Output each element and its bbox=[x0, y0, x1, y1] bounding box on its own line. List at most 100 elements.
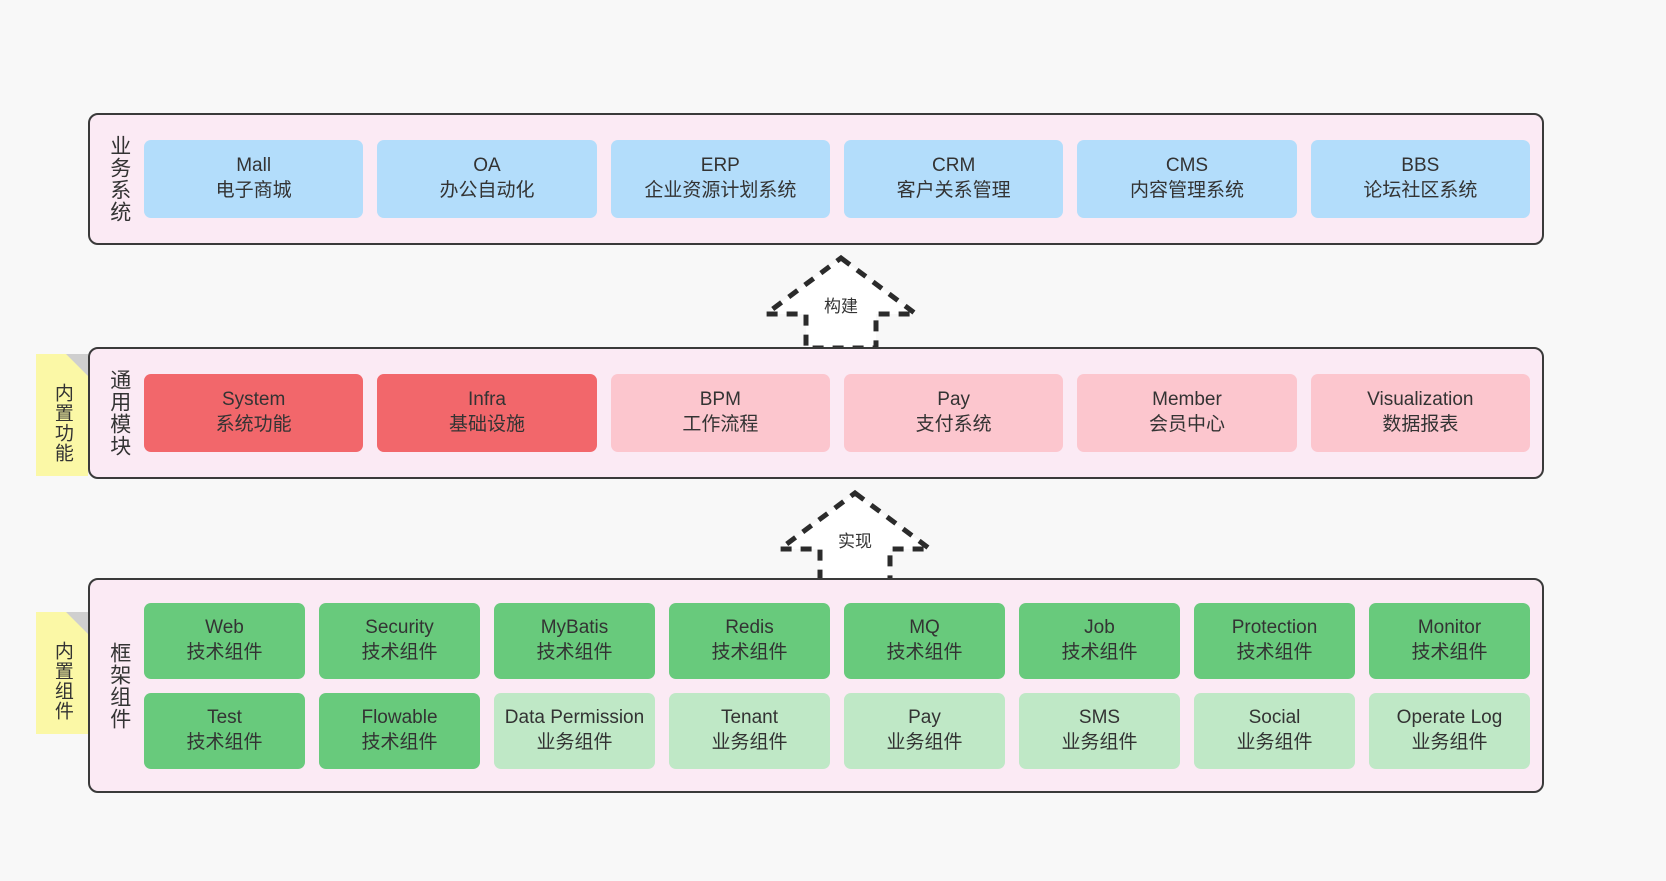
component-card[interactable]: Flowable 技术组件 bbox=[319, 692, 480, 769]
sticky-note-builtin-components-text: 内置组件 bbox=[51, 641, 73, 721]
card-subtitle: 技术组件 bbox=[1061, 641, 1138, 663]
component-card[interactable]: CRM 客户关系管理 bbox=[843, 140, 1064, 218]
component-card[interactable]: Data Permission 业务组件 bbox=[494, 692, 655, 769]
card-title: Test bbox=[207, 706, 242, 728]
layer-caption-framework: 框架组件 bbox=[107, 641, 131, 730]
card-subtitle: 业务组件 bbox=[1411, 731, 1488, 753]
card-subtitle: 技术组件 bbox=[361, 641, 438, 663]
card-title: SMS bbox=[1078, 706, 1121, 728]
card-subtitle: 内容管理系统 bbox=[1129, 180, 1244, 201]
component-card[interactable]: MQ 技术组件 bbox=[844, 602, 1005, 679]
note-fold-corner-icon bbox=[66, 354, 88, 376]
component-card[interactable]: Tenant 业务组件 bbox=[669, 692, 830, 769]
card-title: Data Permission bbox=[504, 706, 645, 728]
card-subtitle: 技术组件 bbox=[711, 641, 788, 663]
arrow-build: 构建 bbox=[756, 252, 926, 352]
card-subtitle: 技术组件 bbox=[361, 731, 438, 753]
card-title: Mall bbox=[236, 155, 272, 177]
component-card[interactable]: Job 技术组件 bbox=[1019, 602, 1180, 679]
card-subtitle: 业务组件 bbox=[886, 731, 963, 753]
component-card[interactable]: MyBatis 技术组件 bbox=[494, 602, 655, 679]
component-card[interactable]: Visualization 数据报表 bbox=[1310, 374, 1530, 452]
sticky-note-builtin-features: 内置功能 bbox=[36, 354, 88, 476]
card-subtitle: 技术组件 bbox=[536, 641, 613, 663]
component-card[interactable]: Security 技术组件 bbox=[319, 602, 480, 679]
card-title: Operate Log bbox=[1396, 706, 1503, 728]
card-subtitle: 业务组件 bbox=[1236, 731, 1313, 753]
card-title: Web bbox=[205, 616, 244, 638]
card-title: BPM bbox=[699, 389, 741, 411]
card-title: Visualization bbox=[1367, 389, 1474, 411]
card-subtitle: 会员中心 bbox=[1148, 414, 1225, 435]
component-card[interactable]: ERP 企业资源计划系统 bbox=[610, 140, 830, 218]
card-subtitle: 系统功能 bbox=[215, 414, 292, 435]
card-title: Pay bbox=[908, 706, 941, 728]
card-title: CRM bbox=[932, 155, 976, 177]
component-card[interactable]: Protection 技术组件 bbox=[1194, 602, 1355, 679]
card-subtitle: 技术组件 bbox=[186, 641, 263, 663]
card-subtitle: 支付系统 bbox=[915, 414, 992, 435]
card-subtitle: 工作流程 bbox=[682, 414, 759, 435]
component-card[interactable]: Redis 技术组件 bbox=[669, 602, 830, 679]
card-subtitle: 业务组件 bbox=[536, 731, 613, 753]
card-subtitle: 业务组件 bbox=[1061, 731, 1138, 753]
card-subtitle: 业务组件 bbox=[711, 731, 788, 753]
card-subtitle: 基础设施 bbox=[448, 414, 525, 435]
card-title: Job bbox=[1084, 616, 1115, 638]
component-card[interactable]: Monitor 技术组件 bbox=[1369, 602, 1530, 679]
card-subtitle: 技术组件 bbox=[886, 641, 963, 663]
card-title: ERP bbox=[700, 155, 740, 177]
component-card[interactable]: SMS 业务组件 bbox=[1019, 692, 1180, 769]
layer-caption-common: 通用模块 bbox=[107, 369, 131, 457]
sticky-note-builtin-components: 内置组件 bbox=[36, 612, 88, 734]
card-subtitle: 技术组件 bbox=[1236, 641, 1313, 663]
card-title: MQ bbox=[909, 616, 940, 638]
card-title: CMS bbox=[1165, 155, 1209, 177]
card-title: Protection bbox=[1231, 616, 1318, 638]
card-title: BBS bbox=[1401, 155, 1440, 177]
card-title: Pay bbox=[937, 389, 971, 411]
component-card[interactable]: Operate Log 业务组件 bbox=[1369, 692, 1530, 769]
card-title: Member bbox=[1152, 389, 1222, 411]
arrow-implement: 实现 bbox=[770, 487, 940, 587]
card-title: System bbox=[221, 389, 286, 411]
card-title: Flowable bbox=[361, 706, 438, 728]
layer-caption-business: 业务系统 bbox=[107, 135, 131, 223]
component-card[interactable]: CMS 内容管理系统 bbox=[1077, 140, 1297, 218]
component-card[interactable]: Member 会员中心 bbox=[1077, 374, 1297, 452]
card-subtitle: 技术组件 bbox=[1411, 641, 1488, 663]
sticky-note-builtin-features-text: 内置功能 bbox=[51, 383, 73, 463]
component-card[interactable]: OA 办公自动化 bbox=[377, 140, 597, 218]
component-card[interactable]: Web 技术组件 bbox=[144, 602, 305, 679]
card-subtitle: 企业资源计划系统 bbox=[644, 180, 797, 201]
card-subtitle: 数据报表 bbox=[1382, 414, 1459, 435]
card-title: OA bbox=[473, 155, 501, 177]
card-title: Security bbox=[365, 616, 434, 638]
component-card[interactable]: Pay 业务组件 bbox=[844, 692, 1005, 769]
component-card[interactable]: Pay 支付系统 bbox=[843, 374, 1064, 452]
component-card[interactable]: Mall 电子商城 bbox=[144, 140, 364, 218]
component-card[interactable]: Test 技术组件 bbox=[144, 692, 305, 769]
card-title: Redis bbox=[725, 616, 774, 638]
card-title: Monitor bbox=[1417, 616, 1482, 638]
card-title: Social bbox=[1248, 706, 1301, 728]
card-subtitle: 技术组件 bbox=[186, 731, 263, 753]
layer-business-systems: 业务系统 Mall 电子商城 OA 办公自动化 ERP 企业资源计划系统 CRM 客户关系管理… bbox=[88, 113, 1544, 245]
card-subtitle: 客户关系管理 bbox=[896, 180, 1011, 201]
component-card[interactable]: Social 业务组件 bbox=[1194, 692, 1355, 769]
card-title: MyBatis bbox=[540, 616, 609, 638]
component-card[interactable]: BPM 工作流程 bbox=[610, 374, 830, 452]
card-subtitle: 办公自动化 bbox=[439, 180, 535, 201]
business-card-grid: Mall 电子商城 OA 办公自动化 ERP 企业资源计划系统 CRM 客户关系管理 CMS 内容… bbox=[144, 125, 1530, 233]
card-title: Tenant bbox=[720, 706, 779, 728]
card-subtitle: 电子商城 bbox=[215, 180, 292, 201]
note-fold-corner-icon bbox=[66, 612, 88, 634]
component-card[interactable]: System 系统功能 bbox=[144, 374, 364, 452]
